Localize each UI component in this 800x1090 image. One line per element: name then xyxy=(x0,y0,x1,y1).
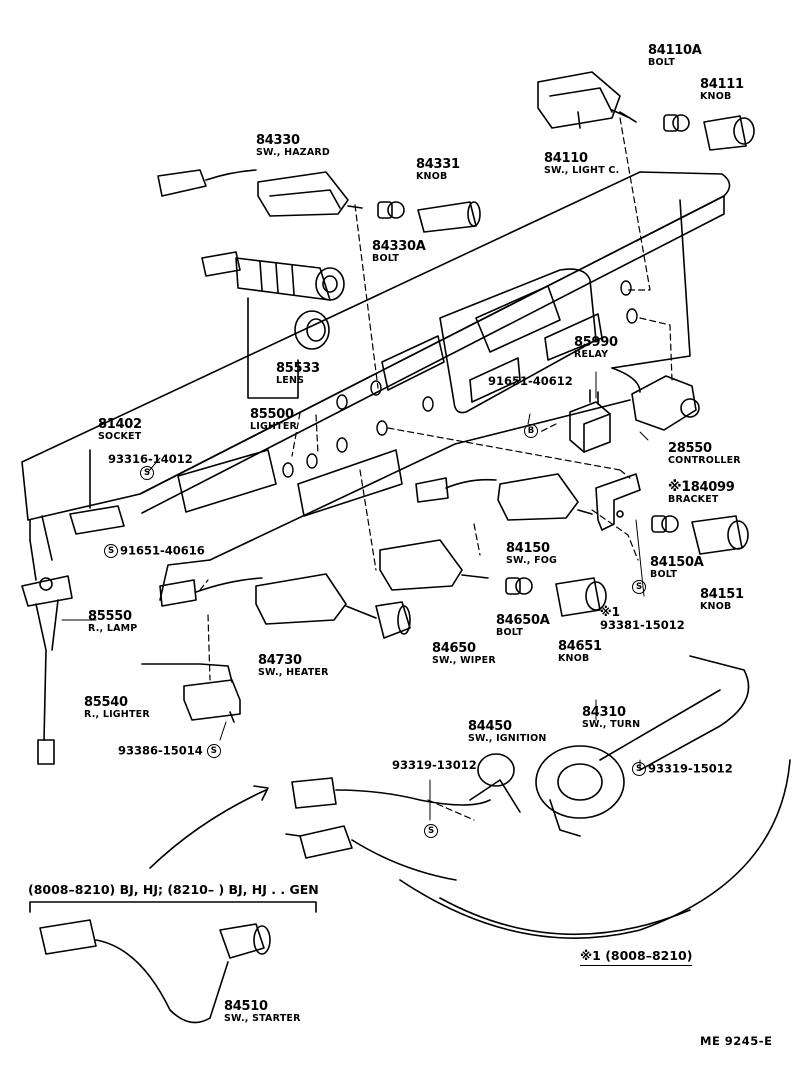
s-symbol: S xyxy=(104,544,118,558)
steering-wheel xyxy=(399,655,791,939)
part-84510: 84510 SW., STARTER xyxy=(224,999,301,1024)
part-28550: 28550 CONTROLLER xyxy=(668,441,741,466)
part-84151: 84151 KNOB xyxy=(700,587,744,612)
lighter-bracket xyxy=(247,297,299,399)
light-control-switch xyxy=(537,71,637,129)
lens-85533 xyxy=(294,310,330,350)
resistor-lighter xyxy=(141,663,241,723)
knob-84651 xyxy=(555,577,607,617)
part-84450: 84450 SW., IGNITION xyxy=(468,719,547,744)
wiper-switch xyxy=(379,539,489,591)
part-85540: 85540 R., LIGHTER xyxy=(84,695,150,720)
part-84331: 84331 KNOB xyxy=(416,157,460,182)
wiring-harness xyxy=(285,777,491,881)
code-93386-15014: 93386-15014 S xyxy=(118,744,223,758)
part-85550: 85550 R., LAMP xyxy=(88,609,138,634)
heater-switch xyxy=(159,573,411,639)
part-84650A: 84650A BOLT xyxy=(496,613,550,638)
code-93316-14012: 93316-14012 xyxy=(108,452,193,466)
part-84150A: 84150A BOLT xyxy=(650,555,704,580)
socket-81402 xyxy=(69,449,125,535)
ignition-switch xyxy=(469,753,521,813)
instrument-panel xyxy=(21,171,731,601)
knob-84331 xyxy=(417,201,481,233)
b-symbol: B xyxy=(524,424,540,438)
resistor-lamp xyxy=(21,539,73,765)
star-legend: ※1 (8008–8210) xyxy=(580,949,693,966)
turn-switch xyxy=(535,745,625,837)
hazard-switch xyxy=(157,169,363,217)
bracket-84099 xyxy=(595,473,641,531)
part-85990: 85990 RELAY xyxy=(574,335,618,360)
part-84310: 84310 SW., TURN xyxy=(582,705,641,730)
part-81402: 81402 SOCKET xyxy=(98,417,142,442)
arrow xyxy=(149,785,269,869)
part-84650: 84650 SW., WIPER xyxy=(432,641,496,666)
inset-bracket xyxy=(29,901,317,913)
starter-switch xyxy=(39,919,271,1024)
s-symbol: S xyxy=(140,466,156,480)
part-84110A: 84110A BOLT xyxy=(648,43,702,68)
part-84150: 84150 SW., FOG xyxy=(506,541,558,566)
reference-code: ME 9245-E xyxy=(700,1034,773,1048)
s-symbol: S xyxy=(632,580,648,594)
code-93319-13012: 93319-13012 xyxy=(392,758,477,772)
relay-85990 xyxy=(569,389,611,453)
bolt-84330A xyxy=(377,201,405,219)
part-84330: 84330 SW., HAZARD xyxy=(256,133,331,158)
bolt-84110A xyxy=(663,114,690,132)
leader-lines xyxy=(199,117,673,821)
knob-84151 xyxy=(691,515,749,555)
part-85533: 85533 LENS xyxy=(276,361,320,386)
applicability-note: (8008–8210) BJ, HJ; (8210– ) BJ, HJ . . … xyxy=(28,882,319,897)
s-symbol: S xyxy=(206,744,221,758)
code-91651-40612: 91651-40612 xyxy=(488,374,573,388)
knob-84111 xyxy=(703,115,755,151)
s-symbol: S xyxy=(632,762,646,776)
s-symbol: S xyxy=(424,824,440,838)
star-note: ※1 xyxy=(600,605,621,619)
part-84651: 84651 KNOB xyxy=(558,639,602,664)
code-93381-15012: ※1 93381-15012 xyxy=(600,605,685,632)
part-84110: 84110 SW., LIGHT C. xyxy=(544,151,620,176)
panel-holes xyxy=(282,280,638,478)
part-84330A: 84330A BOLT xyxy=(372,239,426,264)
bolt-84150A xyxy=(651,515,679,533)
part-84111: 84111 KNOB xyxy=(700,77,744,102)
part-84099: ※184099 BRACKET xyxy=(668,479,735,505)
controller-28550 xyxy=(631,375,700,431)
fog-switch xyxy=(415,473,593,521)
part-84730: 84730 SW., HEATER xyxy=(258,653,329,678)
part-85500: 85500 LIGHTER xyxy=(250,407,298,432)
cigarette-lighter xyxy=(201,251,345,301)
bolt-84650A xyxy=(505,577,533,595)
